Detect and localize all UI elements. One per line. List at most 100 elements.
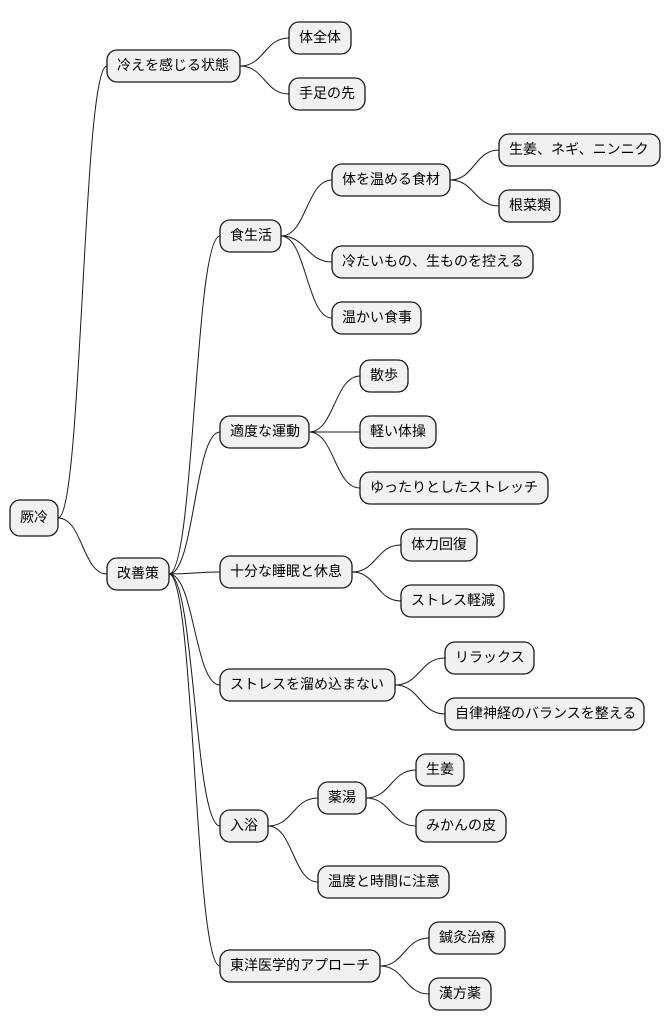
node-box <box>219 219 282 253</box>
node-label: 軽い体操 <box>370 424 426 440</box>
node-box <box>317 865 450 899</box>
edge-feeling-hands-feet <box>239 65 290 95</box>
node-label: ストレスを溜め込まない <box>230 677 384 693</box>
node-box <box>428 977 492 1011</box>
node-label: 薬湯 <box>328 789 356 806</box>
node-label: 食生活 <box>230 227 272 244</box>
edge-herbal-bath-ginger <box>365 769 417 799</box>
node-box <box>415 809 507 843</box>
node-stress: ストレスを溜め込まない <box>219 668 396 702</box>
node-label: 体全体 <box>299 29 341 46</box>
node-label: 手足の先 <box>299 86 355 102</box>
edge-oriental-kampo <box>379 965 430 995</box>
node-label: 適度な運動 <box>230 423 300 440</box>
node-remedies: 改善策 <box>106 557 170 591</box>
node-label: 温度と時間に注意 <box>328 873 440 890</box>
node-box <box>106 49 241 83</box>
node-feeling: 冷えを感じる状態 <box>106 49 241 83</box>
node-label: 東洋医学的アプローチ <box>230 958 370 974</box>
node-label: 鍼灸治療 <box>439 929 495 946</box>
edge-warming-food-root-veg <box>449 179 500 207</box>
node-sleep: 十分な睡眠と休息 <box>219 555 353 589</box>
node-box <box>428 921 506 955</box>
node-label: 体力回復 <box>411 536 467 553</box>
node-box <box>288 21 352 55</box>
node-label: ストレス軽減 <box>411 592 495 609</box>
edge-hiesho-remedies <box>57 517 108 575</box>
node-label: 生姜、ネギ、ニンニク <box>509 142 649 158</box>
node-box <box>9 499 59 537</box>
node-box <box>400 528 478 562</box>
node-box <box>219 415 310 449</box>
node-whole-body: 体全体 <box>288 21 352 55</box>
node-label: 自律神経のバランスを整える <box>455 706 636 722</box>
node-bathing: 入浴 <box>219 809 269 843</box>
node-box <box>444 697 645 731</box>
node-label: 冷たいもの、生ものを控える <box>342 254 524 270</box>
edge-hiesho-feeling <box>57 65 108 519</box>
node-label: 冷えを感じる状態 <box>117 57 229 74</box>
node-label: 漢方薬 <box>439 986 481 1002</box>
node-exercise: 適度な運動 <box>219 415 310 449</box>
node-box <box>288 77 366 111</box>
edge-stress-relax <box>394 657 446 686</box>
edge-remedies-diet <box>168 235 221 575</box>
node-autonomic: 自律神経のバランスを整える <box>444 697 645 731</box>
node-label: 改善策 <box>117 565 159 582</box>
node-box <box>359 471 549 505</box>
edge-remedies-sleep <box>168 571 221 575</box>
connector-lines <box>57 37 500 995</box>
node-warm-meals: 温かい食事 <box>331 301 422 335</box>
node-light-exercise: 軽い体操 <box>359 415 437 449</box>
edge-diet-avoid-cold <box>280 235 333 263</box>
node-box <box>359 415 437 449</box>
node-hands-feet: 手足の先 <box>288 77 366 111</box>
node-diet: 食生活 <box>219 219 282 253</box>
edge-sleep-stress-relief <box>351 571 402 602</box>
node-box <box>219 809 269 843</box>
edge-diet-warming-food <box>280 179 333 237</box>
edge-diet-warm-meals <box>280 235 333 319</box>
edge-remedies-bathing <box>168 573 221 827</box>
node-box <box>331 245 534 279</box>
edge-sleep-recovery <box>351 544 402 573</box>
node-ginger-etc: 生姜、ネギ、ニンニク <box>498 133 661 167</box>
node-label: 体を温める食材 <box>342 171 440 188</box>
node-hiesho: 厥冷 <box>9 499 59 537</box>
node-root-veg: 根菜類 <box>498 189 561 223</box>
node-recovery: 体力回復 <box>400 528 478 562</box>
edge-remedies-stress <box>168 573 221 686</box>
node-label: 根菜類 <box>509 198 551 214</box>
node-box <box>331 163 451 197</box>
node-box <box>415 753 465 787</box>
node-oriental: 東洋医学的アプローチ <box>219 949 381 983</box>
edge-warming-food-ginger-etc <box>449 149 500 181</box>
edge-stress-autonomic <box>394 684 446 715</box>
node-avoid-cold: 冷たいもの、生ものを控える <box>331 245 534 279</box>
node-herbal-bath: 薬湯 <box>317 781 367 815</box>
node-box <box>444 641 535 675</box>
node-relax: リラックス <box>444 641 535 675</box>
node-box <box>498 189 561 223</box>
node-acupuncture: 鍼灸治療 <box>428 921 506 955</box>
node-box <box>317 781 367 815</box>
node-label: リラックス <box>455 650 525 666</box>
node-label: 温かい食事 <box>342 309 412 326</box>
node-box <box>359 359 409 393</box>
node-walking: 散歩 <box>359 359 409 393</box>
node-box <box>106 557 170 591</box>
edge-remedies-oriental <box>168 573 221 967</box>
edge-herbal-bath-mikan-peel <box>365 797 417 827</box>
edge-oriental-acupuncture <box>379 937 430 967</box>
node-label: 十分な睡眠と休息 <box>230 563 342 580</box>
node-box <box>219 668 396 702</box>
node-stress-relief: ストレス軽減 <box>400 584 505 618</box>
node-temp-time: 温度と時間に注意 <box>317 865 450 899</box>
edge-feeling-whole-body <box>239 37 290 67</box>
node-stretch: ゆったりとしたストレッチ <box>359 471 549 505</box>
node-label: 厥冷 <box>20 510 48 526</box>
node-mikan-peel: みかんの皮 <box>415 809 507 843</box>
edge-bathing-herbal-bath <box>267 797 319 827</box>
